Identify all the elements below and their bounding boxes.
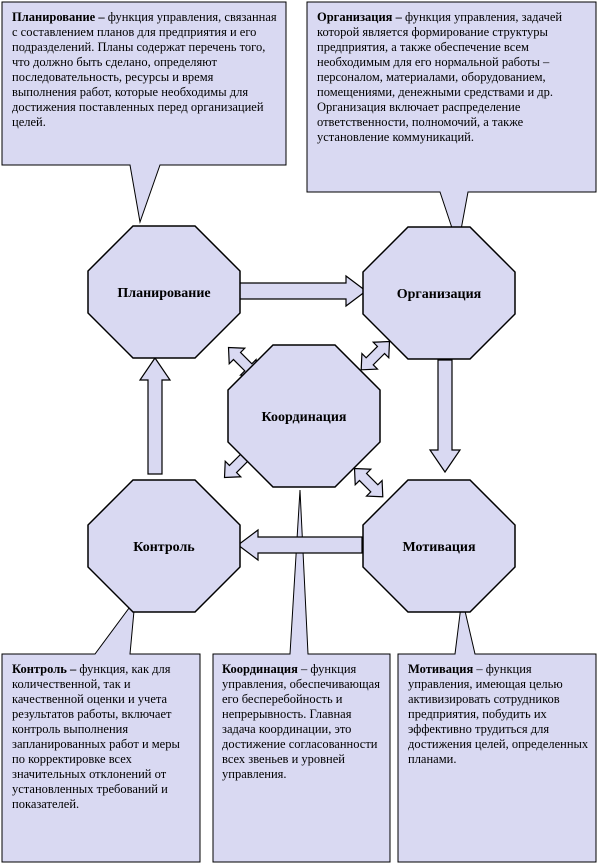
- node-planning: [87, 225, 241, 359]
- node-control: [87, 479, 241, 613]
- arrow-motivation-to-control: [237, 528, 363, 562]
- callout-organization-box: [306, 1, 597, 247]
- node-motivation-label: Мотивация: [402, 540, 475, 555]
- callout-coordination-box: [212, 489, 391, 863]
- callout-planning-box: [1, 1, 287, 224]
- callout-planning-text: Планирование – функция управления, связа…: [12, 10, 277, 129]
- callout-control-text: Контроль – функция, как для количественн…: [12, 662, 180, 811]
- arrow-organization-to-motivation: [428, 359, 462, 474]
- node-organization-label: Организация: [397, 287, 482, 302]
- double-arrow-motivation-coordination: [353, 467, 384, 498]
- node-planning-label: Планирование: [117, 286, 210, 301]
- callout-motivation-box: [397, 597, 597, 863]
- callout-organization-text: Организация – функция управления, задаче…: [317, 10, 563, 144]
- node-coordination-label: Координация: [262, 410, 347, 425]
- double-arrow-organization-coordination: [360, 340, 391, 371]
- arrow-planning-to-organization: [237, 274, 367, 308]
- callout-motivation-text: Мотивация – функция управления, имеющая …: [408, 662, 589, 766]
- arrow-control-to-planning: [138, 356, 172, 475]
- callout-coordination-text: Координация – функция управления, обеспе…: [222, 662, 380, 781]
- node-organization: [362, 226, 516, 360]
- node-coordination: [227, 344, 381, 488]
- node-motivation: [362, 479, 516, 613]
- node-control-label: Контроль: [133, 540, 195, 555]
- callout-control-box: [1, 598, 201, 863]
